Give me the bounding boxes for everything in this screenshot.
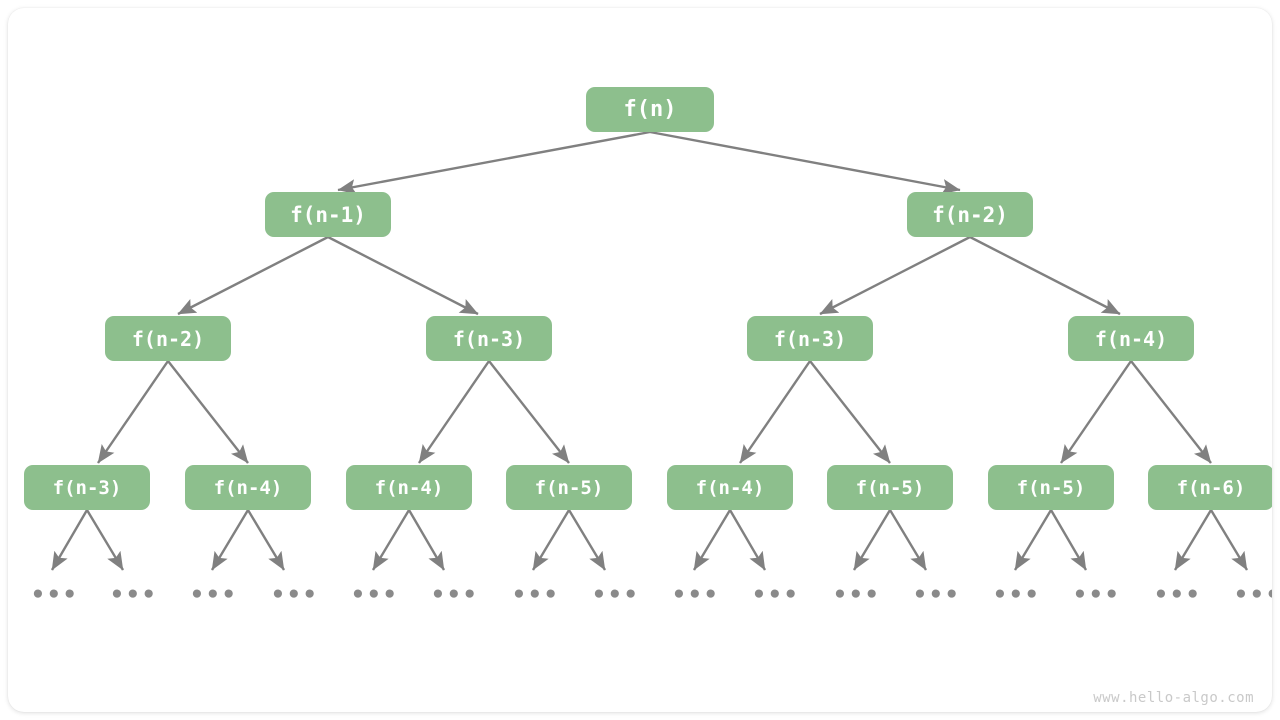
tree-node-fn-2[interactable]: f(n-2) [907, 192, 1033, 237]
ellipsis-placeholder: ••• [1073, 582, 1121, 608]
tree-edge [739, 360, 811, 464]
tree-node-fn-5[interactable]: f(n-5) [988, 465, 1114, 510]
tree-node-label: f(n-2) [131, 326, 205, 351]
ellipsis-placeholder: ••• [31, 582, 79, 608]
tree-node-label: f(n-4) [1094, 326, 1168, 351]
ellipsis-placeholder: ••• [271, 582, 319, 608]
ellipsis-placeholder: ••• [592, 582, 640, 608]
ellipsis-placeholder: ••• [190, 582, 238, 608]
ellipsis-placeholder: ••• [351, 582, 399, 608]
tree-edge [728, 509, 767, 571]
tree-edge [1013, 509, 1053, 571]
tree-edge [888, 509, 928, 571]
diagram-card: f(n) f(n-1) f(n-2) f(n-2) f(n-3) f(n-3) f(n-4)… [8, 8, 1272, 712]
tree-node-label: f(n-4) [374, 476, 444, 499]
ellipsis-placeholder: ••• [110, 582, 158, 608]
tree-edge [567, 509, 607, 571]
tree-node-fn-3[interactable]: f(n-3) [24, 465, 150, 510]
tree-node-label: f(n-3) [773, 326, 847, 351]
tree-edge [1209, 509, 1249, 571]
tree-edge [167, 360, 249, 464]
tree-edge [327, 235, 479, 316]
recursion-tree-canvas: f(n) f(n-1) f(n-2) f(n-2) f(n-3) f(n-3) f(n-4)… [8, 8, 1272, 712]
tree-node-fn-4[interactable]: f(n-4) [667, 465, 793, 510]
tree-node-fn-3[interactable]: f(n-3) [747, 316, 873, 361]
tree-edge [852, 509, 892, 571]
tree-edge [97, 360, 169, 464]
tree-edge [1049, 509, 1088, 571]
ellipsis-placeholder: ••• [1234, 582, 1272, 608]
tree-edge [488, 360, 570, 464]
ellipsis-placeholder: ••• [752, 582, 800, 608]
tree-node-label: f(n-4) [695, 476, 765, 499]
ellipsis-placeholder: ••• [431, 582, 479, 608]
tree-node-fn-1[interactable]: f(n-1) [265, 192, 391, 237]
tree-edge [1130, 360, 1212, 464]
tree-edge [969, 235, 1121, 316]
tree-edge [246, 509, 286, 571]
tree-node-label: f(n-5) [855, 476, 925, 499]
tree-node-fn-4[interactable]: f(n-4) [1068, 316, 1194, 361]
tree-edge [1060, 360, 1132, 464]
ellipsis-placeholder: ••• [913, 582, 961, 608]
tree-node-label: f(n-3) [452, 326, 526, 351]
tree-edge [50, 509, 89, 571]
tree-node-fn[interactable]: f(n) [586, 87, 714, 132]
tree-node-label: f(n-4) [213, 476, 283, 499]
tree-node-fn-4[interactable]: f(n-4) [346, 465, 472, 510]
tree-edge [337, 130, 651, 195]
tree-edge [371, 509, 411, 571]
tree-edge [85, 509, 125, 571]
tree-node-label: f(n-3) [52, 476, 122, 499]
tree-node-fn-6[interactable]: f(n-6) [1148, 465, 1272, 510]
tree-node-fn-3[interactable]: f(n-3) [426, 316, 552, 361]
tree-node-label: f(n-6) [1176, 476, 1246, 499]
tree-node-fn-2[interactable]: f(n-2) [105, 316, 231, 361]
tree-edge [407, 509, 446, 571]
ellipsis-placeholder: ••• [993, 582, 1041, 608]
tree-edge [809, 360, 891, 464]
tree-edge [177, 235, 329, 316]
tree-edge [531, 509, 571, 571]
tree-edge [819, 235, 971, 316]
tree-node-fn-4[interactable]: f(n-4) [185, 465, 311, 510]
tree-edge [210, 509, 250, 571]
ellipsis-placeholder: ••• [1154, 582, 1202, 608]
ellipsis-placeholder: ••• [672, 582, 720, 608]
tree-node-fn-5[interactable]: f(n-5) [827, 465, 953, 510]
tree-node-label: f(n-1) [290, 202, 366, 227]
watermark-label: www.hello-algo.com [1093, 690, 1254, 706]
tree-edge [692, 509, 732, 571]
tree-node-label: f(n-5) [1016, 476, 1086, 499]
tree-edge [649, 130, 961, 195]
tree-edge [1173, 509, 1213, 571]
tree-node-label: f(n-5) [534, 476, 604, 499]
ellipsis-placeholder: ••• [512, 582, 560, 608]
tree-node-fn-5[interactable]: f(n-5) [506, 465, 632, 510]
ellipsis-placeholder: ••• [833, 582, 881, 608]
tree-edge [418, 360, 490, 464]
tree-node-label: f(n-2) [932, 202, 1008, 227]
tree-node-label: f(n) [623, 97, 677, 122]
